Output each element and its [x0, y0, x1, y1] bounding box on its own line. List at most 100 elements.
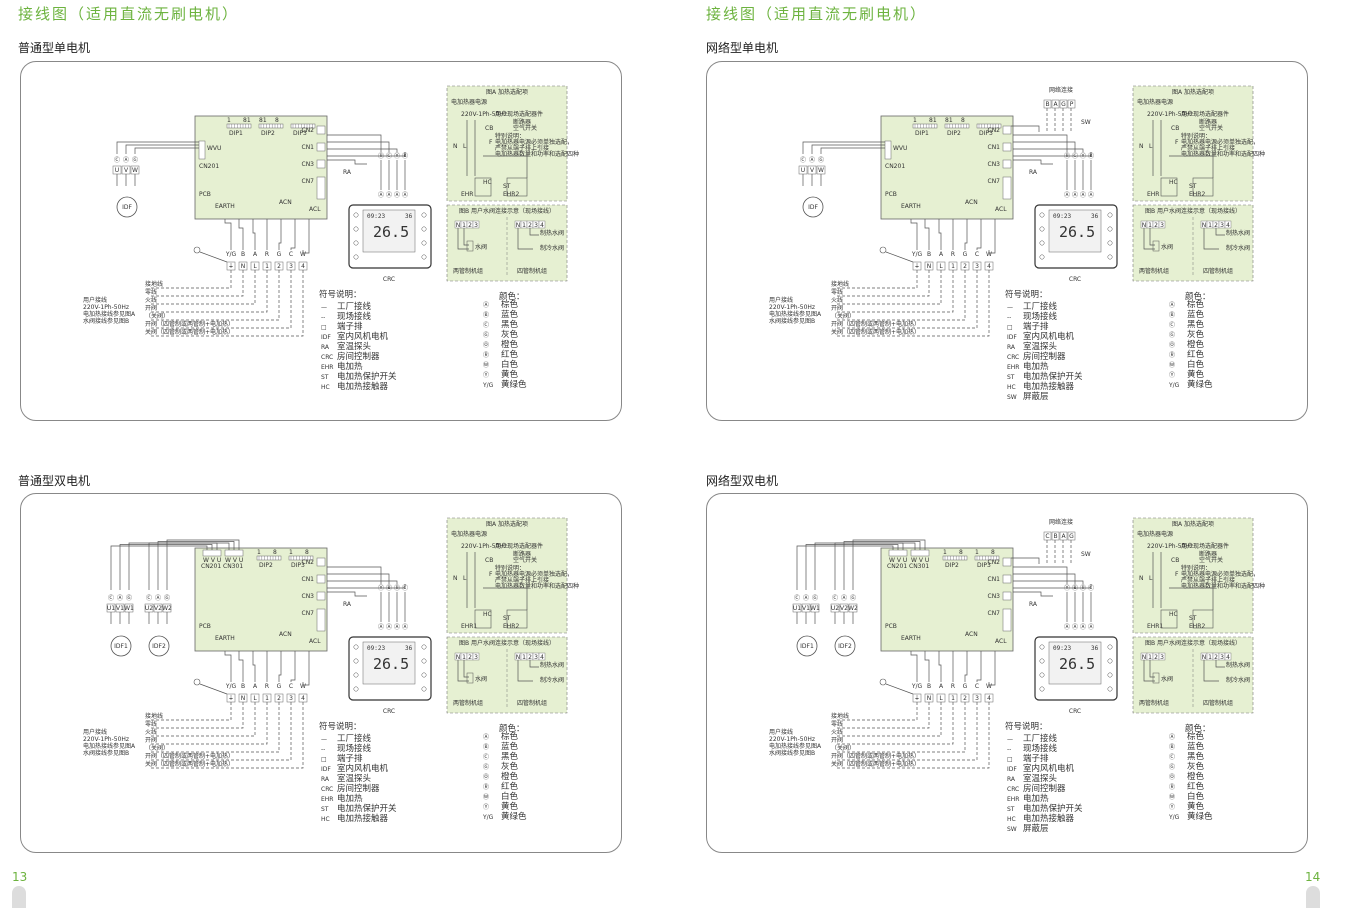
controller-color-code: Ⓐ [378, 191, 384, 199]
connector-label: CN3 [988, 593, 1001, 600]
network-bus [1011, 125, 1040, 132]
valve-terminal-label: N [1142, 222, 1147, 229]
dip-switch [290, 123, 316, 129]
figure-a-label: L [463, 143, 467, 150]
legend-symbol: EHR [321, 796, 333, 803]
motor-feed-wire [116, 141, 199, 154]
color-name: 橙色 [501, 339, 519, 350]
valve-terminal-label: 1 [1148, 654, 1152, 661]
sensor-wire [1013, 591, 1053, 597]
valve-terminal [1158, 652, 1166, 661]
color-code: Ⓦ [483, 793, 489, 801]
valve-terminal-label: 3 [1160, 654, 1164, 661]
user-line-label: 接地线 [145, 712, 163, 720]
color-name: 黑色 [501, 751, 519, 762]
terminal-wire [302, 651, 310, 686]
color-code: Ⓦ [483, 361, 489, 369]
terminal-label: ⏚ [914, 695, 920, 702]
sensor-lead [1013, 152, 1092, 157]
figure-a-text: 特别说明： [1181, 564, 1211, 572]
legend-symbol: ‑‑ [1007, 746, 1011, 753]
figure-a-text: 电加热器电源必须单独选配， [1181, 138, 1259, 146]
valve-terminal [538, 652, 546, 661]
figure-a-label: CB [1171, 125, 1179, 132]
page-title-left: 接线图（适用直流无刷电机） [18, 5, 240, 23]
connector-label: CN2 [302, 559, 315, 566]
terminal-label: 4 [301, 263, 305, 270]
legend-text: 工厂接线 [337, 733, 372, 744]
connector-label: CN2 [988, 559, 1001, 566]
connector-block [316, 574, 326, 584]
network-label: 网络连接 [1049, 518, 1073, 526]
controller-temperature: 26.5 [1059, 655, 1095, 673]
room-sensor-label: RA [343, 601, 352, 608]
figure-a-text: 电加热器电源 [1137, 98, 1173, 106]
heater-1-box [474, 177, 492, 197]
legend-text: 室内风机电机 [337, 763, 389, 774]
terminal-color-code: C [289, 683, 293, 690]
legend-text: 电加热保护开关 [337, 803, 397, 814]
user-note: 220V-1Ph-50Hz [83, 304, 129, 311]
color-name: 灰色 [501, 329, 519, 340]
dip-label: DIP3 [291, 562, 305, 569]
four-pipe-valve-wire [517, 228, 539, 250]
water-valve-icon [1152, 240, 1160, 252]
acl-label: ACL [309, 206, 321, 213]
wire-color-code: Ⓐ [809, 156, 815, 164]
valve-terminal-label: 1 [1208, 654, 1212, 661]
figure-a-label: CB [1171, 557, 1179, 564]
user-line-label: 关阀（四管制或两管制+电加热） [831, 328, 920, 336]
figure-a-text: 220V-1Ph-50Hz [461, 543, 507, 550]
controller-label: CRC [383, 708, 395, 715]
color-code: Y/G [1168, 814, 1180, 821]
motor-feed-wire [805, 544, 899, 590]
page-number-left: 13 [12, 870, 28, 884]
legend-symbol: — [1007, 736, 1013, 743]
user-line-label: 开阀（四管制或两管制+电加热） [831, 752, 920, 760]
color-name: 黄色 [1187, 369, 1205, 380]
terminal-color-code: B [927, 251, 931, 258]
motor-terminal-label: U2 [831, 605, 839, 612]
valve-terminal-label: N [516, 222, 521, 229]
valve-terminal-label: 2 [468, 222, 472, 229]
legend-symbol: IDF [321, 766, 331, 773]
figure-a-text: 特别说明： [495, 132, 525, 140]
figure-a-text: 断路器 [1199, 550, 1217, 558]
valve-terminal-label: 3 [474, 654, 478, 661]
color-code: Ⓨ [483, 803, 489, 811]
color-name: 黄绿色 [1187, 811, 1213, 822]
color-code: Ⓐ [483, 733, 489, 741]
figure-b-title: 图B 用户水阀连接示意（现场接线） [459, 207, 555, 215]
motor-icon [116, 196, 138, 218]
user-note: 用户接线 [769, 728, 793, 736]
controller-label: CRC [1069, 276, 1081, 283]
controller-temperature: 26.5 [373, 223, 409, 241]
wire-color-code: Ⓖ [818, 156, 824, 164]
dip-number: 1 [943, 549, 947, 556]
color-legend-title: 颜色： [1185, 723, 1211, 734]
network-pin [1059, 99, 1068, 109]
figure-a-label: HC [1169, 611, 1178, 618]
legend-symbol: CRC [321, 786, 333, 793]
figure-a-text: 空气开关 [513, 124, 537, 132]
terminal-label: 2 [963, 263, 967, 270]
motor-label: IDF [808, 204, 818, 211]
motor-terminal-label: W [818, 167, 824, 174]
figure-a-text: 断路器 [513, 118, 531, 126]
controller-time: 09:23 [1053, 645, 1071, 652]
section-title-normal-single: 普通型单电机 [18, 41, 91, 55]
terminal-label: 1 [951, 695, 955, 702]
valve-terminal-label: 1 [462, 654, 466, 661]
controller-button [421, 672, 427, 678]
motor-terminal-label: U [801, 167, 805, 174]
controller-button [421, 686, 427, 692]
motor-terminal-label: U1 [793, 605, 801, 612]
controller-color-code: Ⓐ [1088, 623, 1094, 631]
controller-color-code: Ⓐ [1072, 191, 1078, 199]
sensor-wire [1013, 159, 1053, 165]
heating-valve-label: 制热水阀 [1226, 229, 1250, 237]
figure-a-label: EHR2 [1189, 191, 1205, 198]
connector-block [1002, 159, 1012, 169]
